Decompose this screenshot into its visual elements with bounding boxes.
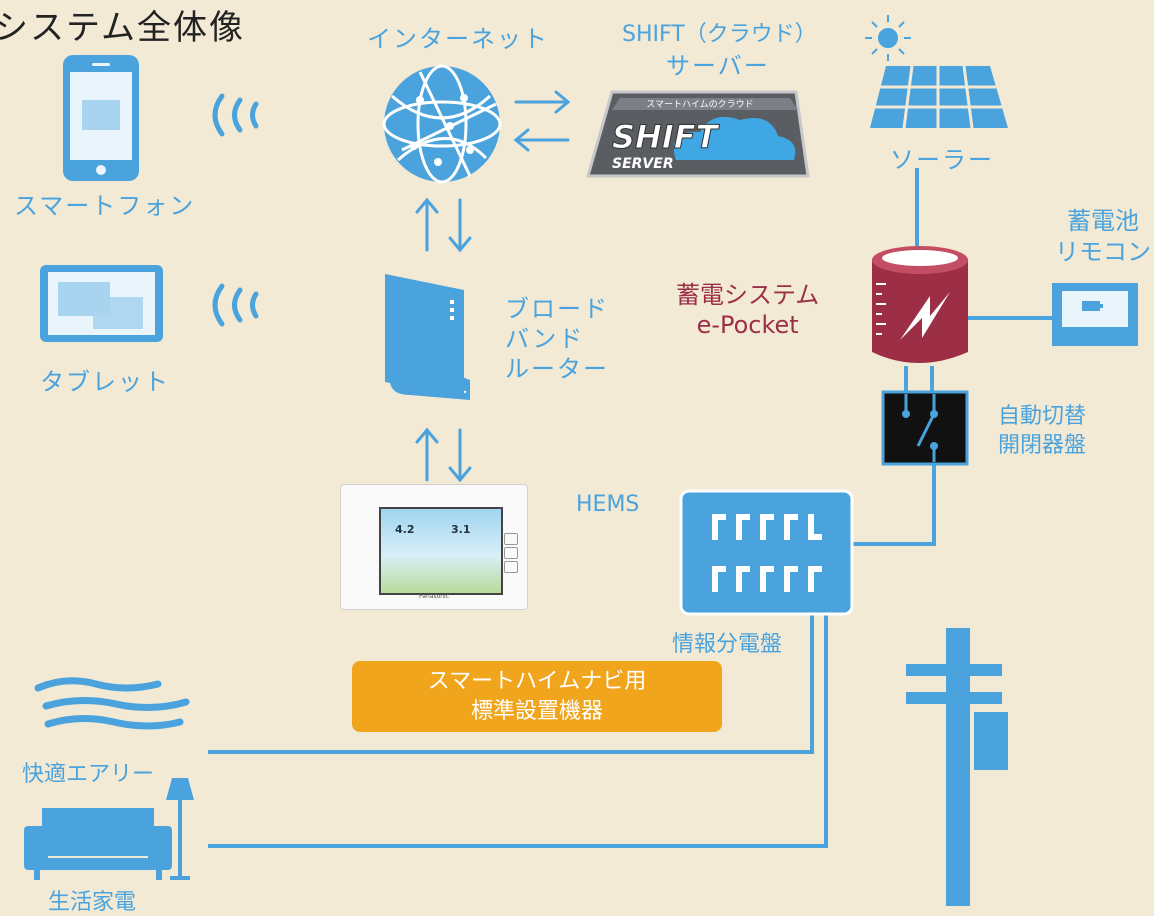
appliance-label: 生活家電: [48, 890, 137, 915]
router-label: ブロード バンド ルーター: [505, 294, 609, 384]
badge-line1: スマートハイムナビ用: [427, 669, 647, 694]
remote-label-line2: リモコン: [1055, 238, 1151, 266]
switch-label: 自動切替 開閉器盤: [998, 402, 1086, 460]
panel-label: 情報分電盤: [672, 632, 783, 657]
remote-label: 蓄電池 リモコン: [1050, 206, 1154, 268]
router-icon: [385, 274, 470, 400]
router-label-line1: ブロード: [505, 295, 609, 323]
lamp-icon: [166, 778, 194, 880]
aircon-label: 快適エアリー: [22, 762, 155, 787]
internet-label: インターネット: [367, 25, 549, 53]
connection-lines: [208, 168, 1052, 848]
storage-label-line2: e-Pocket: [696, 311, 799, 339]
switch-label-line2: 開閉器盤: [998, 433, 1087, 458]
navi-standard-badge: スマートハイムナビ用 標準設置機器: [352, 661, 722, 732]
smartphone-icon: [63, 55, 139, 181]
panel-to-aircon-line: [208, 614, 814, 754]
router-label-line3: ルーター: [505, 355, 609, 383]
hems-screen: 4.2 3.1: [379, 507, 503, 595]
switch-to-panel-line: [852, 464, 936, 546]
storage-battery-icon: [872, 246, 968, 363]
arrow-down-router: [448, 198, 472, 253]
server-logo-sub: SERVER: [612, 156, 674, 172]
storage-label-line1: 蓄電システム: [676, 281, 820, 309]
router-label-line2: バンド: [505, 325, 585, 353]
battery-remote-icon: [1052, 283, 1138, 346]
arrow-up-router: [415, 427, 439, 482]
wifi-icon-tablet: [212, 283, 259, 327]
hems-brand: Panasonic: [418, 593, 450, 600]
smartphone-label: スマートフォン: [14, 192, 196, 220]
globe-icon: [382, 64, 502, 184]
solar-label: ソーラー: [890, 146, 994, 174]
server-logo-tagline: スマートハイムのクラウド: [646, 99, 753, 110]
airflow-icon: [34, 677, 190, 730]
shift-server-logo: スマートハイムのクラウド SHIFT SERVER: [586, 90, 810, 178]
storage-label: 蓄電システム e-Pocket: [676, 280, 819, 340]
sofa-icon: [24, 808, 172, 880]
hems-button-2[interactable]: [504, 547, 518, 559]
switch-label-line1: 自動切替: [998, 404, 1087, 429]
server-label-line1: SHIFT（クラウド）: [622, 22, 817, 47]
server-logo-main: SHIFT: [612, 118, 720, 156]
sun-icon: [865, 15, 911, 61]
arrows: [415, 90, 571, 483]
hems-label: HEMS: [576, 492, 640, 517]
tablet-icon: [40, 265, 163, 342]
utility-pole-icon: [906, 628, 1008, 906]
arrow-down-hems: [448, 428, 472, 483]
hems-value-1: 4.2: [395, 523, 415, 536]
distribution-panel-icon: [679, 489, 854, 616]
arrow-up-internet: [415, 197, 439, 252]
arrow-from-server: [513, 128, 570, 152]
auto-switch-icon: [881, 390, 969, 466]
wifi-icon-smartphone: [212, 93, 259, 137]
page-title: システム全体像: [0, 8, 245, 48]
badge-line2: 標準設置機器: [470, 699, 603, 724]
remote-label-line1: 蓄電池: [1067, 207, 1139, 235]
server-label-line2: サーバー: [666, 52, 770, 80]
hems-value-2: 3.1: [451, 523, 471, 536]
hems-button-3[interactable]: [504, 561, 518, 573]
arrow-to-server: [514, 90, 571, 114]
panel-to-appliance-line: [208, 614, 828, 848]
hems-device: 4.2 3.1 Panasonic: [340, 484, 528, 610]
solar-panel-icon: [870, 65, 1008, 129]
tablet-label: タブレット: [40, 368, 170, 396]
hems-button-1[interactable]: [504, 533, 518, 545]
